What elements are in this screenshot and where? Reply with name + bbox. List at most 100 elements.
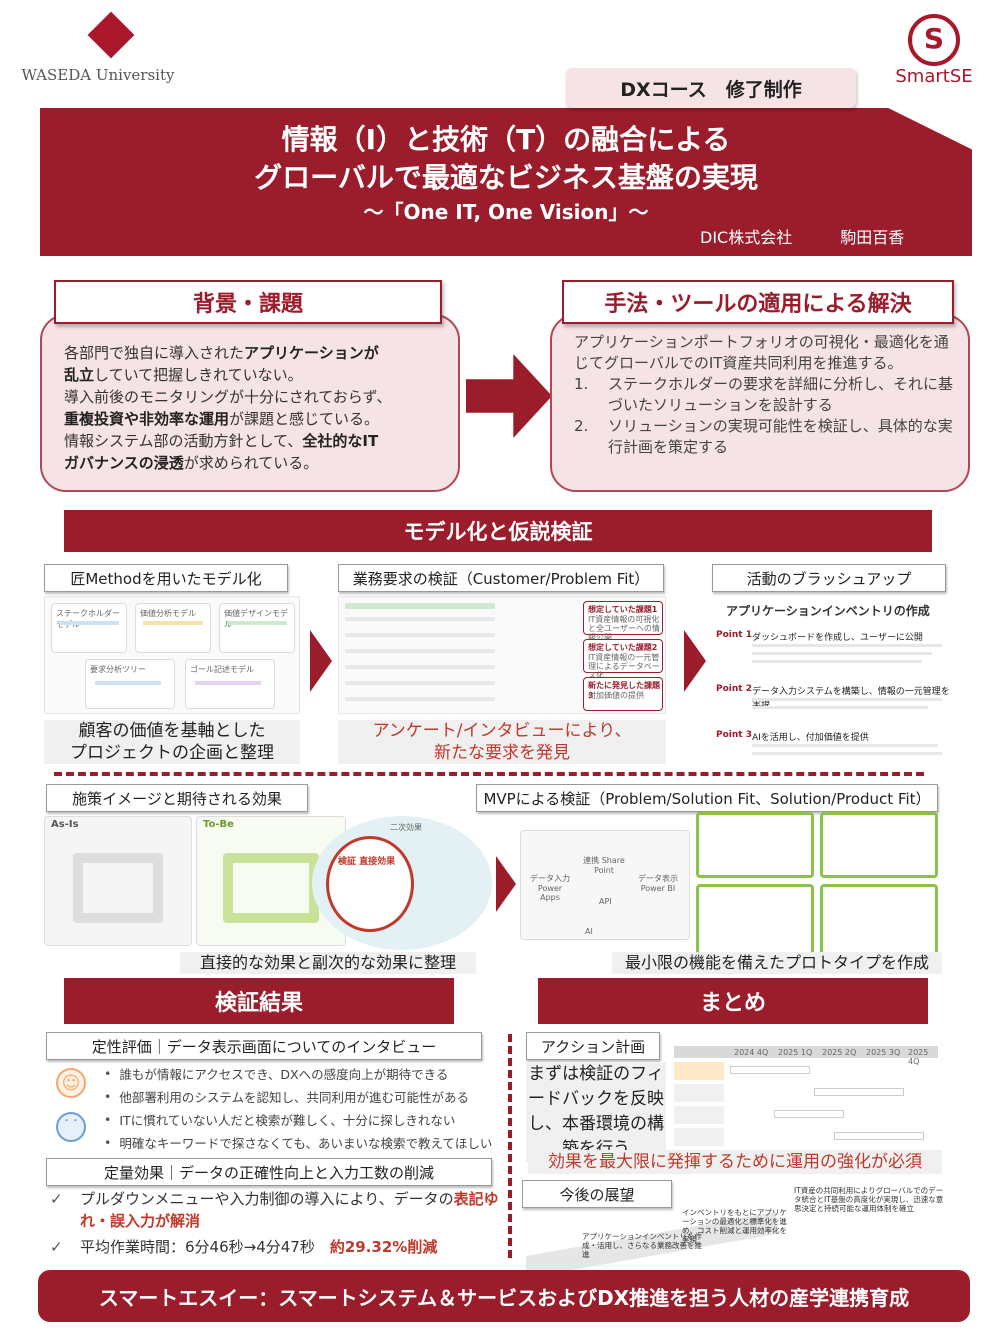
quantitative-list: ✓ プルダウンメニューや入力制御の導入により、データの表記ゆれ・誤入力が解消 ✓… <box>50 1188 500 1262</box>
model-caption: 顧客の価値を基軸とした プロジェクトの企画と整理 <box>44 720 300 764</box>
diagram-bar <box>752 706 928 709</box>
summary-heading: まとめ <box>538 978 928 1024</box>
modeling-heading: モデル化と仮説検証 <box>64 510 932 552</box>
quantitative-label: 定量効果｜データの正確性向上と入力工数の削減 <box>46 1158 492 1186</box>
results-heading: 検証結果 <box>64 978 454 1024</box>
process-loop <box>223 853 319 923</box>
method-box <box>550 314 970 492</box>
background-box <box>40 314 460 492</box>
diagram-bar <box>752 744 938 747</box>
list-item: •誰もが情報にアクセスでき、DXへの感度向上が期待できる <box>104 1066 449 1082</box>
takumi-method-label: 匠Methodを用いたモデル化 <box>44 564 288 592</box>
model-node: 価値デザインモデル <box>219 603 295 653</box>
title-line1: 情報（I）と技術（T）の融合による <box>281 123 731 156</box>
roadmap-row <box>674 1084 724 1102</box>
method-text: アプリケーションポートフォリオの可視化・最適化を通じてグローバルでのIT資産共同… <box>574 333 954 456</box>
smartse-logo: S SmartSE <box>872 14 996 87</box>
waseda-logo-text: WASEDA University <box>21 66 175 84</box>
author: DIC株式会社 駒田百香 <box>700 228 905 247</box>
section-divider <box>54 772 924 776</box>
smartse-gear-icon: S <box>908 14 960 66</box>
qualitative-list: •誰もが情報にアクセスでき、DXへの感度向上が期待できる •他部署利用のシステム… <box>56 1062 496 1154</box>
prototype-screen <box>820 812 938 878</box>
model-node: 価値分析モデル <box>135 603 211 653</box>
effect-caption: 直接的な効果と副次的な効果に整理 <box>180 952 476 974</box>
diagram-bar <box>195 681 261 685</box>
title-band <box>40 108 972 256</box>
model-node: ステークホルダーモデル <box>51 603 127 653</box>
prototype-caption: 最小限の機能を備えたプロトタイプを作成 <box>612 952 942 974</box>
diagram-bar <box>345 697 495 701</box>
roadmap-task <box>774 1110 844 1118</box>
diagram-bar <box>752 698 942 701</box>
action-caption: 効果を最大限に発揮するために運用の強化が必須 <box>528 1150 942 1174</box>
smile-face-icon: ☺ <box>56 1068 86 1098</box>
method-item: 2.ソリューションの実現可能性を検証し、具体的な実行計画を策定する <box>574 417 953 456</box>
mvp-prototype-diagram: データ入力 Power Apps 連携 Share Point データ表示 Po… <box>520 812 942 958</box>
list-item: ✓ 平均作業時間：6分46秒→4分47秒 約29.32%削減 <box>50 1238 438 1256</box>
method-heading: 手法・ツールの適用による解決 <box>562 280 954 324</box>
check-icon: ✓ <box>50 1238 63 1256</box>
waseda-emblem-icon <box>87 11 135 59</box>
arrow-right-icon <box>496 856 516 912</box>
hypothesis-box: 新たに発見した課題3 付加価値の提供 <box>583 677 663 711</box>
future-outlook-diagram: アプリケーションインベントリを作成・活用し、さらなる業務改善を推進 インベントリ… <box>526 1184 950 1279</box>
diagram-bar <box>345 617 495 621</box>
requirement-verification-thumbnail: 想定していた課題1 IT資産情報の可視化と全ユーザーへの情報公開 想定していた課… <box>338 596 666 714</box>
prototype-screen <box>696 812 814 878</box>
prototype-screen <box>820 884 938 956</box>
diagram-bar <box>752 752 942 755</box>
roadmap-header <box>674 1046 938 1058</box>
future-outlook-label: 今後の展望 <box>522 1180 672 1208</box>
diagram-bar <box>752 644 942 647</box>
requirement-caption: アンケート/インタビューにより、 新たな要求を発見 <box>338 720 666 764</box>
architecture-panel: データ入力 Power Apps 連携 Share Point データ表示 Po… <box>520 830 690 940</box>
neutral-face-icon: ˙˙ <box>56 1112 86 1142</box>
list-item: •ITに慣れていない人だと検索が難しく、十分に探しきれない <box>104 1112 456 1128</box>
course-tag: DXコース 修了制作 <box>566 68 856 108</box>
diagram-bar <box>227 621 287 625</box>
roadmap-task <box>814 1088 904 1096</box>
direct-effect-circle <box>326 836 414 932</box>
method-item: 1.ステークホルダーの要求を詳細に分析し、それに基づいたソリューションを設計する <box>574 375 954 414</box>
check-icon: ✓ <box>50 1190 63 1208</box>
roadmap-row <box>674 1062 724 1080</box>
action-plan-text: まずは検証のフィードバックを反映し、本番環境の構築を行う <box>526 1062 666 1162</box>
roadmap-row <box>674 1128 724 1146</box>
diagram-bar <box>95 681 161 685</box>
diagram-bar <box>143 621 203 625</box>
diagram-bar <box>345 681 495 685</box>
hypothesis-box: 想定していた課題1 IT資産情報の可視化と全ユーザーへの情報公開 <box>583 601 663 642</box>
subtitle: 〜「One IT, One Vision」〜 <box>363 200 649 224</box>
diagram-bar <box>345 665 495 669</box>
diagram-bar <box>345 603 495 609</box>
diagram-bar <box>59 621 119 625</box>
list-item: •他部署利用のシステムを認知し、共同利用が進む可能性がある <box>104 1089 470 1105</box>
hypothesis-box: 想定していた課題2 IT資産情報の一元管理によるデータベース化 <box>583 639 663 680</box>
smartse-logo-text: SmartSE <box>895 66 973 87</box>
action-plan-label: アクション計画 <box>526 1032 660 1060</box>
list-item: ✓ プルダウンメニューや入力制御の導入により、データの表記ゆれ・誤入力が解消 <box>50 1190 499 1230</box>
measure-image-label: 施策イメージと期待される効果 <box>46 784 308 812</box>
roadmap-task <box>834 1132 924 1140</box>
qualitative-label: 定性評価｜データ表示画面についてのインタビュー <box>46 1032 482 1060</box>
process-loop <box>73 853 163 923</box>
diagram-bar <box>752 652 932 655</box>
diagram-bar <box>752 660 922 663</box>
roadmap-task <box>730 1066 810 1074</box>
roadmap-row <box>674 1106 724 1124</box>
inventory-brushup-thumbnail: アプリケーションインベントリの作成 Point 1 ダッシュボードを作成し、ユー… <box>712 596 952 766</box>
diagram-bar <box>345 649 495 653</box>
column-divider <box>508 1034 512 1258</box>
roadmap-table: 2024 4Q 2025 1Q 2025 2Q 2025 3Q 2025 4Q <box>674 1046 938 1154</box>
footer-banner: スマートエスイー：スマートシステム＆サービスおよびDX推進を担う人材の産学連携育… <box>38 1270 970 1322</box>
title-line2: グローバルで最適なビジネス基盤の実現 <box>254 161 758 194</box>
arrow-right-icon <box>310 630 332 692</box>
diagram-bar <box>345 633 495 637</box>
asis-panel: As-Is <box>44 816 192 946</box>
mvp-label: MVPによる検証（Problem/Solution Fit、Solution/P… <box>476 784 938 812</box>
prototype-screen <box>696 884 814 956</box>
measure-effect-diagram: As-Is To-Be 二次効果 検証 直接効果 <box>44 816 492 950</box>
arrow-right-icon <box>466 354 552 438</box>
waseda-logo: WASEDA University <box>18 11 178 90</box>
